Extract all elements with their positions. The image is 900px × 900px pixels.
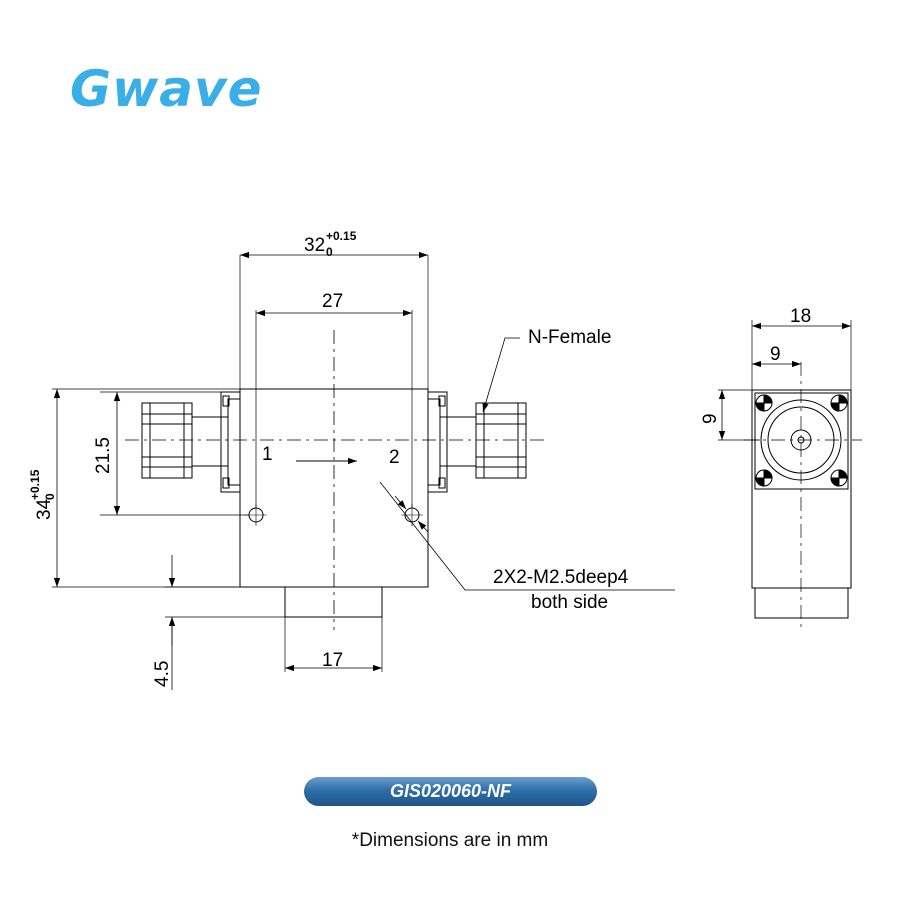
inner-width-dimension: 27 — [322, 291, 343, 312]
hole-leader — [379, 481, 675, 591]
left-n-connector — [141, 391, 241, 493]
right-n-connector — [427, 391, 527, 493]
port-1-label: 1 — [262, 444, 273, 465]
model-number-badge: GIS020060-NF — [304, 777, 597, 806]
side-vert-dimension: 9 — [700, 413, 721, 424]
svg-text:+0.15: +0.15 — [28, 469, 42, 500]
base-height-dimension: 4.5 — [152, 661, 173, 687]
gwave-logo: Gwave — [70, 60, 263, 118]
svg-text:0: 0 — [43, 493, 57, 500]
screw-bottom-left — [755, 469, 773, 487]
base-width-dimension: 17 — [322, 650, 343, 671]
screw-bottom-right — [830, 469, 848, 487]
top-width-dimension: 32 +0.15 0 — [304, 229, 357, 259]
screw-top-left — [755, 394, 773, 412]
side-view-flange — [754, 392, 849, 490]
side-view-screws — [755, 394, 848, 487]
model-number: GIS020060-NF — [389, 781, 512, 801]
hole-note-label: both side — [531, 592, 608, 613]
screw-top-right — [830, 394, 848, 412]
svg-text:+0.15: +0.15 — [326, 229, 357, 243]
front-view — [125, 330, 548, 630]
connector-leader — [482, 337, 520, 413]
dimensions-note: *Dimensions are in mm — [351, 830, 549, 851]
side-view — [744, 362, 862, 630]
svg-text:32: 32 — [304, 235, 325, 256]
side-half-dimension: 9 — [770, 344, 781, 365]
hole-spec-label: 2X2-M2.5deep4 — [493, 567, 629, 588]
port-2-label: 2 — [389, 447, 400, 468]
svg-text:34: 34 — [34, 498, 55, 520]
side-height-dimension: 21.5 — [93, 437, 114, 474]
isolator-base — [284, 586, 383, 618]
total-height-dimension: 34 +0.15 0 — [28, 469, 57, 520]
svg-text:0: 0 — [326, 245, 333, 259]
connector-label: N-Female — [528, 327, 611, 348]
side-width-dimension: 18 — [790, 306, 811, 327]
